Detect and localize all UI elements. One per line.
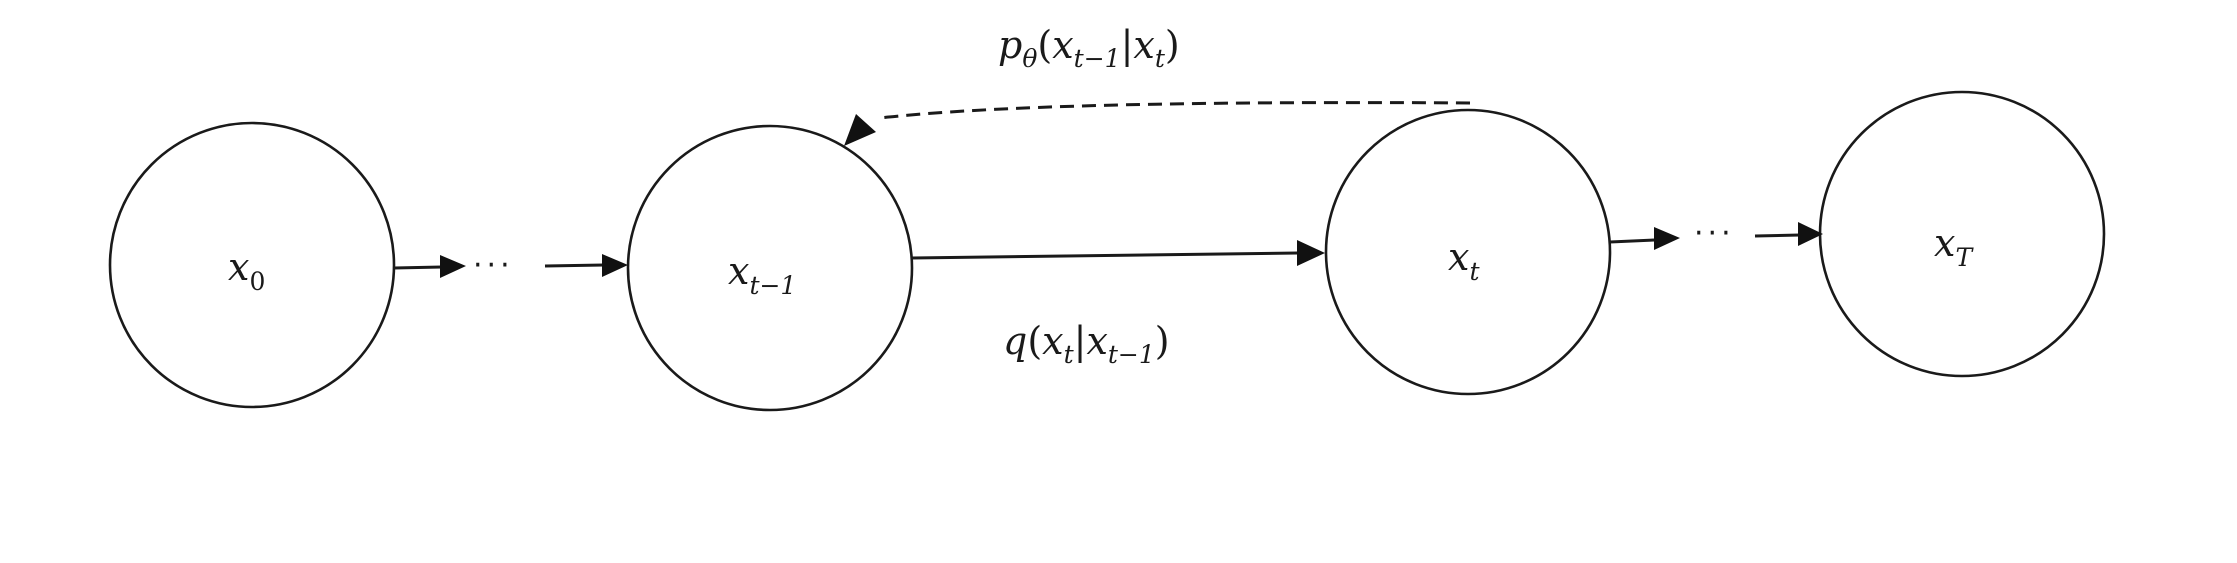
node-x0-label: x0: [228, 245, 265, 296]
node-x-t: [1324, 108, 1612, 396]
reverse-process-label: pθ(xt−1|xt): [998, 23, 1180, 73]
ellipsis-left: ···: [473, 248, 514, 283]
edge-x0-to-ellipsis: [393, 265, 443, 270]
forward-process-label: q(xt|xt−1): [1003, 319, 1170, 369]
arrowhead-into-x-T: [1798, 222, 1823, 246]
edge-forward-q: [911, 251, 1299, 260]
edge-x-t-to-ellipsis: [1609, 238, 1656, 244]
arrowhead-x0-ellipsis: [440, 255, 466, 278]
arrowhead-into-x-t: [1297, 240, 1325, 266]
node-x-t-minus-1-label: xt−1: [728, 249, 796, 300]
ellipsis-right: ···: [1694, 216, 1735, 251]
edge-reverse-p-theta: [879, 101, 1471, 120]
arrowhead-x-t-ellipsis: [1654, 227, 1680, 250]
edge-ellipsis-to-x-T: [1754, 233, 1801, 238]
node-x-t-label: xt: [1448, 235, 1480, 286]
node-x0: [108, 121, 396, 409]
edge-ellipsis-to-x-t-minus-1: [544, 263, 605, 268]
node-x-t-minus-1: [626, 124, 914, 412]
node-x-T: [1818, 90, 2106, 378]
arrowhead-reverse-into-x-t-minus-1: [844, 114, 876, 146]
arrowhead-into-x-t-minus-1: [602, 254, 628, 277]
node-x-T-label: xT: [1934, 221, 1974, 272]
